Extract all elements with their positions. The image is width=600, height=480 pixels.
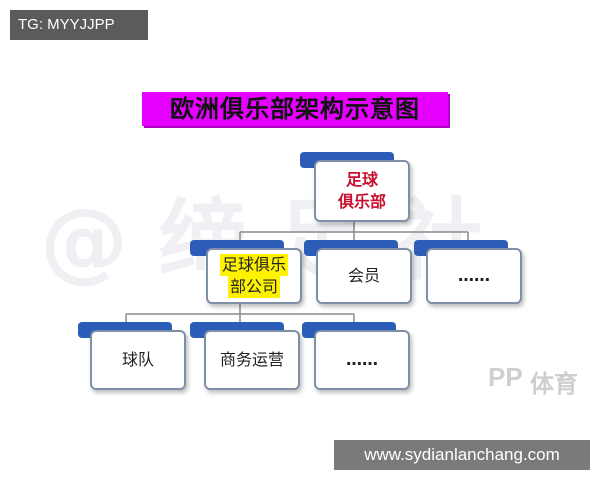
pp-sports-watermark: 体育	[530, 370, 578, 398]
root-line2: 俱乐部	[337, 192, 386, 211]
root-line1: 足球	[345, 170, 378, 189]
team-label: 球队	[121, 350, 154, 369]
node-level3-more: ……	[302, 322, 412, 390]
node-root: 足球 俱乐部	[300, 152, 412, 224]
url-watermark: www.sydianlanchang.com	[334, 440, 590, 470]
level3-more-label: ……	[346, 350, 378, 369]
pp-logo-icon: PP	[488, 362, 523, 392]
node-team: 球队	[78, 322, 188, 390]
node-club-company: 足球俱乐 部公司	[190, 240, 304, 304]
members-label: 会员	[347, 266, 380, 285]
club-company-line2: 部公司	[227, 276, 280, 298]
club-company-line1: 足球俱乐	[219, 254, 288, 276]
node-level2-more: ……	[414, 240, 524, 304]
level2-more-label: ……	[458, 266, 490, 285]
node-commercial-ops: 商务运营	[190, 322, 302, 390]
diagram-title: 欧洲俱乐部架构示意图	[142, 92, 448, 126]
node-members: 会员	[304, 240, 414, 304]
corner-label: TG: MYYJJPP	[10, 10, 148, 40]
commercial-ops-label: 商务运营	[219, 350, 284, 369]
